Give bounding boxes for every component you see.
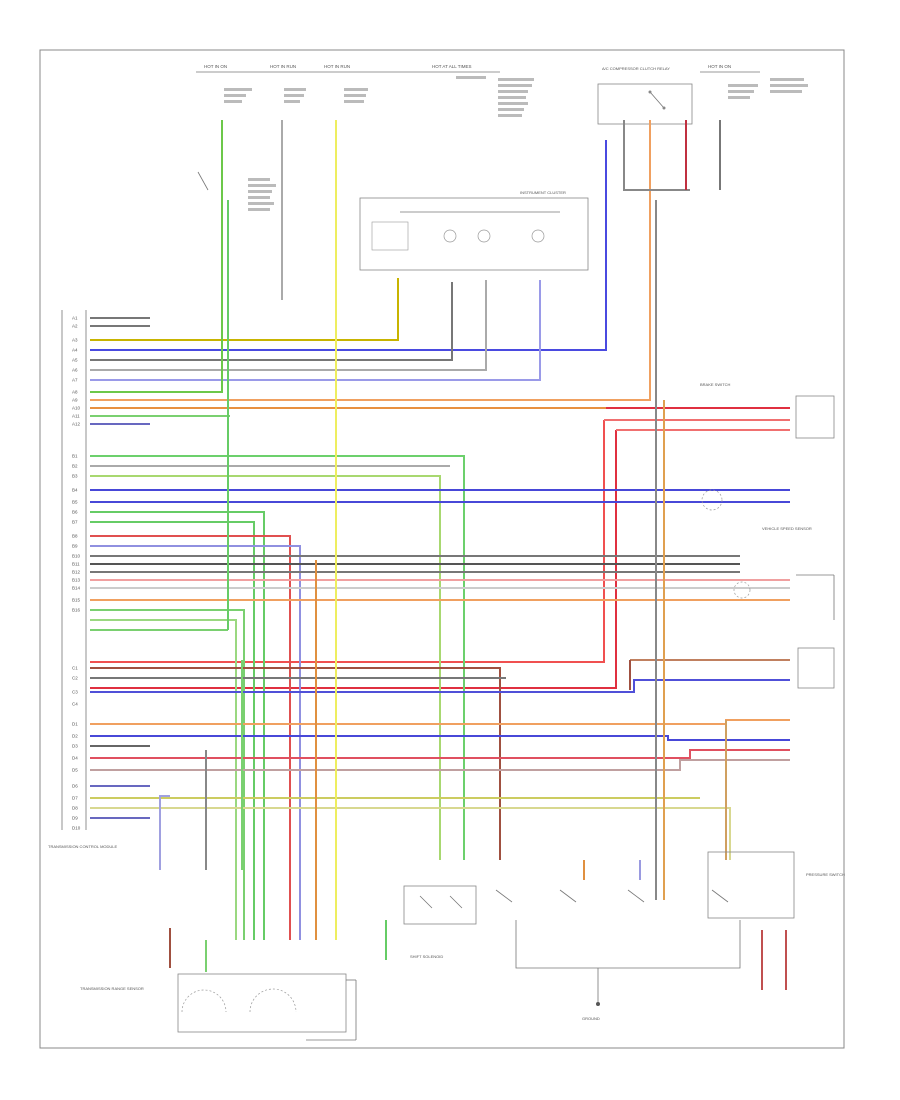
pin-label: B5 (72, 500, 78, 505)
tcm-connector: TRANSMISSION CONTROL MODULE (48, 310, 118, 849)
pin-label: B12 (72, 570, 81, 575)
pin-label: C3 (72, 690, 78, 695)
pin-label: A8 (72, 390, 78, 395)
pin-label: A5 (72, 358, 78, 363)
speed-sensor-icon (701, 489, 723, 511)
fuse-label-4: HOT AT ALL TIMES (432, 64, 472, 69)
indicator-bulb-2-icon (477, 229, 491, 243)
pin-label: A9 (72, 398, 78, 403)
pin-label: B15 (72, 598, 81, 603)
bottom-components: SHIFT SOLENOID PRESSURE SWITCH TRANSMISS… (80, 851, 845, 1041)
fuse-label-3: HOT IN RUN (324, 64, 350, 69)
pin-label: D8 (72, 806, 78, 811)
pin-label: B10 (72, 554, 81, 559)
pin-label: D2 (72, 734, 78, 739)
pin-label: D5 (72, 768, 78, 773)
pin-label: A10 (72, 406, 81, 411)
pin-label: D1 (72, 722, 78, 727)
pin-label: B14 (72, 586, 81, 591)
pressure-switch-label: PRESSURE SWITCH (806, 872, 845, 877)
pin-label: B9 (72, 544, 78, 549)
pin-label: A6 (72, 368, 78, 373)
pin-label: B11 (72, 562, 80, 567)
pin-label: B16 (72, 608, 81, 613)
range-sensor-arc-2 (249, 988, 297, 1013)
speed-sensor-label: VEHICLE SPEED SENSOR (762, 526, 812, 531)
brake-switch-label: BRAKE SWITCH (700, 382, 731, 387)
pin-label: D6 (72, 784, 78, 789)
range-sensor-box (177, 973, 347, 1033)
instrument-cluster-label: INSTRUMENT CLUSTER (520, 190, 566, 195)
pin-label: A4 (72, 348, 78, 353)
pin-label: A11 (72, 414, 80, 419)
ac-relay: A/C COMPRESSOR CLUTCH RELAY (597, 66, 693, 125)
pin-label: B2 (72, 464, 78, 469)
pin-label: A12 (72, 422, 81, 427)
sensor-2-icon (733, 581, 751, 599)
pin-label: B8 (72, 534, 78, 539)
ground-label: GROUND (582, 1016, 600, 1021)
fuse-label-2: HOT IN RUN (270, 64, 296, 69)
ac-relay-label: A/C COMPRESSOR CLUTCH RELAY (602, 66, 670, 71)
fuse-labels: HOT IN ON HOT IN RUN HOT IN RUN HOT AT A… (196, 64, 760, 73)
shift-solenoid-box (403, 885, 477, 925)
pin-label: B4 (72, 488, 78, 493)
indicator-bulb-3-icon (531, 229, 545, 243)
diagram-border (39, 49, 845, 1049)
pressure-switch-box (707, 851, 795, 919)
pin-label: D4 (72, 756, 78, 761)
solenoid-box (797, 647, 835, 689)
instrument-cluster: INSTRUMENT CLUSTER (359, 190, 589, 271)
range-sensor-label: TRANSMISSION RANGE SENSOR (80, 986, 144, 991)
shift-solenoid-label: SHIFT SOLENOID (410, 954, 443, 959)
pin-label: C2 (72, 676, 78, 681)
right-components: BRAKE SWITCH VEHICLE SPEED SENSOR (700, 382, 835, 689)
pin-label: B6 (72, 510, 78, 515)
wires (90, 120, 790, 990)
pin-label: D3 (72, 744, 78, 749)
fuse-label-5: HOT IN ON (708, 64, 731, 69)
switch-symbols (197, 171, 729, 909)
brake-switch (795, 395, 835, 439)
pin-label: D7 (72, 796, 78, 801)
pin-label: B1 (72, 454, 78, 459)
fuse-label-1: HOT IN ON (204, 64, 227, 69)
pin-label: A1 (72, 316, 78, 321)
pin-label: B13 (72, 578, 81, 583)
pin-label: D9 (72, 816, 78, 821)
ground-icon (596, 1002, 600, 1006)
pin-label: B7 (72, 520, 78, 525)
pin-label: A3 (72, 338, 78, 343)
pin-label: D10 (72, 826, 81, 831)
fuse-notes (224, 76, 808, 211)
pin-label: A2 (72, 324, 78, 329)
range-sensor-arc-1 (181, 989, 227, 1013)
indicator-bulb-1-icon (443, 229, 457, 243)
tcm-label: TRANSMISSION CONTROL MODULE (48, 844, 118, 849)
pin-label: C1 (72, 666, 78, 671)
pin-label: B3 (72, 474, 78, 479)
pin-label: C4 (72, 702, 78, 707)
pin-label: A7 (72, 378, 78, 383)
tcm-pin-labels: A1A2A3A4A5A6A7A8A9A10A11A12B1B2B3B4B5B6B… (72, 316, 81, 831)
